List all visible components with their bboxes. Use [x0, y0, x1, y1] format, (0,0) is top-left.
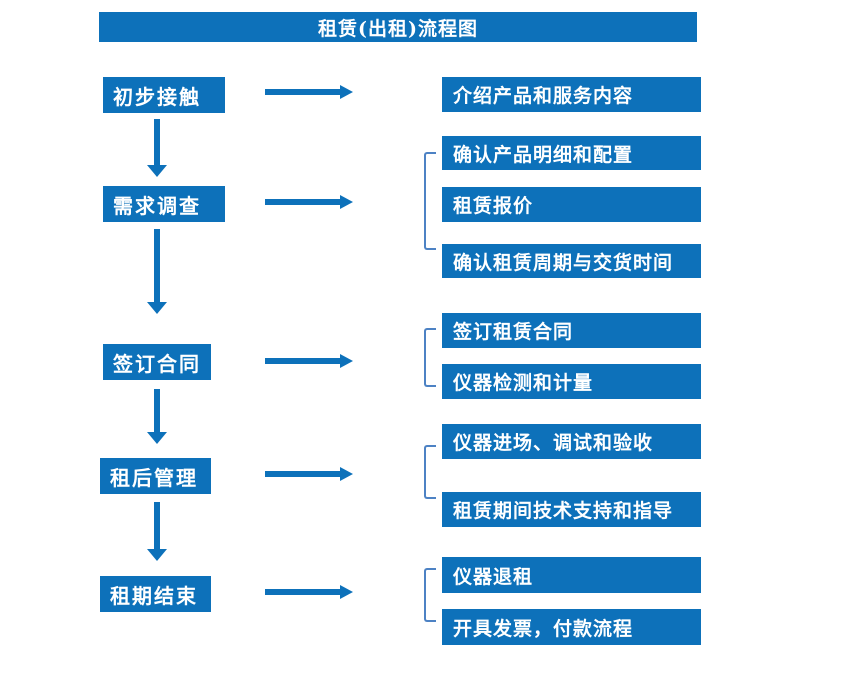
arrow-shaft [154, 502, 160, 550]
bracket-icon [424, 445, 436, 499]
arrow-head [147, 302, 167, 314]
arrow-head [340, 195, 353, 209]
arrow-right-icon [265, 354, 353, 368]
detail-box-confirm-rental-period: 确认租赁周期与交货时间 [442, 244, 701, 278]
arrow-shaft [154, 229, 160, 303]
arrow-right-icon [265, 85, 353, 99]
arrow-head [147, 165, 167, 177]
bracket-icon [424, 328, 436, 387]
arrow-shaft [154, 119, 160, 166]
detail-box-sign-rental-contract: 签订租赁合同 [442, 313, 701, 348]
arrow-shaft [265, 471, 341, 477]
detail-box-confirm-product-details: 确认产品明细和配置 [442, 136, 701, 170]
arrow-shaft [265, 358, 341, 364]
detail-box-invoice-payment: 开具发票，付款流程 [442, 609, 701, 645]
detail-box-instrument-return: 仪器退租 [442, 557, 701, 593]
detail-box-rental-quotation: 租赁报价 [442, 187, 701, 222]
arrow-head [147, 549, 167, 561]
arrow-down-icon [147, 119, 167, 177]
arrow-right-icon [265, 195, 353, 209]
arrow-down-icon [147, 389, 167, 444]
stage-box-initial-contact: 初步接触 [103, 77, 225, 113]
arrow-shaft [265, 199, 341, 205]
arrow-right-icon [265, 467, 353, 481]
arrow-head [340, 354, 353, 368]
stage-box-post-rental-management: 租后管理 [100, 458, 211, 494]
detail-box-technical-support: 租赁期间技术支持和指导 [442, 492, 701, 527]
arrow-shaft [265, 589, 341, 595]
flowchart-title: 租赁(出租)流程图 [99, 12, 697, 42]
detail-box-introduce-products-services: 介绍产品和服务内容 [442, 77, 701, 112]
stage-box-sign-contract: 签订合同 [103, 344, 211, 380]
arrow-head [340, 85, 353, 99]
arrow-shaft [154, 389, 160, 433]
detail-box-instrument-setup-acceptance: 仪器进场、调试和验收 [442, 424, 701, 459]
stage-box-lease-end: 租期结束 [100, 576, 211, 612]
arrow-down-icon [147, 229, 167, 314]
arrow-head [147, 432, 167, 444]
detail-box-instrument-inspection: 仪器检测和计量 [442, 364, 701, 399]
stage-box-demand-survey: 需求调查 [103, 186, 225, 222]
bracket-icon [424, 152, 436, 250]
arrow-shaft [265, 89, 341, 95]
arrow-down-icon [147, 502, 167, 561]
arrow-right-icon [265, 585, 353, 599]
arrow-head [340, 467, 353, 481]
arrow-head [340, 585, 353, 599]
bracket-icon [424, 568, 436, 622]
